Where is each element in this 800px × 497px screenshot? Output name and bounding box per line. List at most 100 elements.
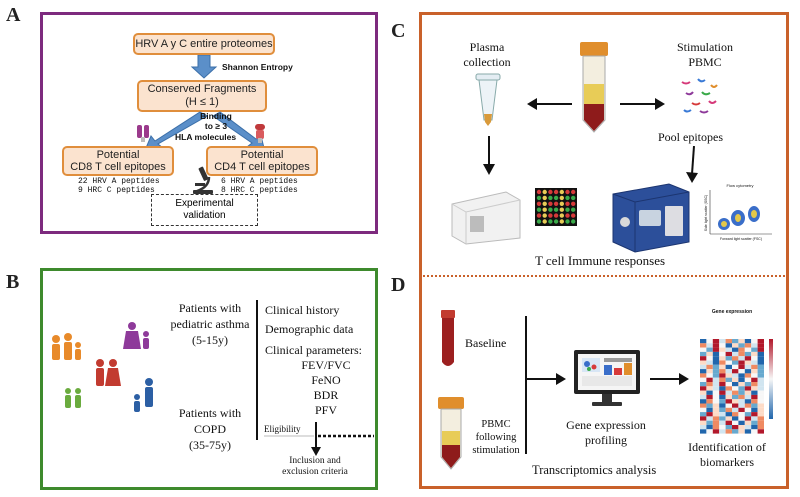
cd4-pep1: 6 HRV A peptides <box>221 177 298 186</box>
heatmap-cell <box>738 343 745 348</box>
heatmap-cell <box>732 339 739 344</box>
heatmap-cell <box>738 339 745 344</box>
pbmc-line2: following <box>475 432 517 443</box>
heatmap-cell <box>700 390 707 395</box>
heatmap-cell <box>706 407 713 413</box>
heatmap-cell <box>744 377 752 382</box>
heatmap-cell <box>744 356 752 361</box>
heatmap-cell <box>757 399 764 404</box>
heatmap-cell <box>712 394 720 400</box>
heatmap-cell <box>751 407 758 413</box>
heatmap-cell <box>725 425 732 430</box>
heatmap-cell <box>712 343 720 348</box>
heatmap-cell <box>700 386 707 391</box>
cd4-pep2: 8 HRC C peptides <box>221 186 298 195</box>
heatmap-cell <box>738 377 745 382</box>
heatmap-cell <box>725 360 732 365</box>
plate-well <box>553 207 559 212</box>
flow-plot-xlabel: Forward light scatter (FSC) <box>719 237 762 241</box>
cd4-line2: CD4 T cell epitopes <box>214 161 310 173</box>
heatmap-cell <box>719 382 726 387</box>
heatmap-cell <box>712 416 720 421</box>
exp-line2: validation <box>183 210 226 221</box>
heatmap-cell <box>744 429 752 434</box>
heatmap: Gene expression <box>690 309 780 439</box>
plate-well <box>542 219 547 224</box>
heatmap-cell <box>700 343 707 348</box>
cd8-box: Potential CD8 T cell epitopes <box>62 146 174 176</box>
heatmap-cell <box>732 420 739 425</box>
stim-label: Stimulation PBMC <box>665 40 745 70</box>
heatmap-cell <box>719 386 726 391</box>
heatmap-cell <box>732 403 739 408</box>
heatmap-cell <box>744 425 752 430</box>
gene-line2: profiling <box>585 433 627 447</box>
heatmap-cell <box>719 356 726 361</box>
ident-line1: Identification of <box>688 440 766 454</box>
eppendorf-tube-icon <box>475 73 501 126</box>
heatmap-cell <box>738 373 745 378</box>
plasma-line1: Plasma <box>469 40 505 54</box>
heatmap-cell <box>700 412 707 417</box>
heatmap-cell <box>732 373 739 378</box>
plate-well <box>571 195 576 201</box>
heatmap-cell <box>725 351 732 357</box>
heatmap-cell <box>706 412 713 417</box>
heatmap-cell <box>706 343 713 348</box>
arrow-right <box>620 98 665 110</box>
heatmap-cell <box>700 394 707 400</box>
cd4-line1: Potential <box>240 149 284 161</box>
plate-well <box>559 219 564 224</box>
plate-well <box>553 195 559 201</box>
cd8-line1: Potential <box>96 149 140 161</box>
cd8-line2: CD8 T cell epitopes <box>70 161 166 173</box>
heatmap-cell <box>719 420 726 425</box>
heatmap-cell <box>700 351 707 357</box>
heatmap-cell <box>738 394 745 400</box>
asthma-line1: Patients with <box>178 301 242 315</box>
param-feno: FeNO <box>311 373 341 387</box>
plate-well <box>553 201 559 206</box>
heatmap-cell <box>751 356 758 361</box>
heatmap-cell <box>712 407 720 413</box>
binding-line3: HLA molecules <box>175 132 237 142</box>
heatmap-cell <box>719 347 726 352</box>
heatmap-cell <box>757 364 764 370</box>
divider-line <box>256 300 258 440</box>
heatmap-cell <box>738 360 745 365</box>
plate-well <box>559 189 564 195</box>
heatmap-cell <box>757 356 764 361</box>
heatmap-cell <box>719 429 726 434</box>
heatmap-cell <box>719 416 726 421</box>
heatmap-cell <box>719 360 726 365</box>
demographic-data: Demographic data <box>265 322 354 336</box>
heatmap-cell <box>744 347 752 352</box>
heatmap-cell <box>700 425 707 430</box>
heatmap-cell <box>744 403 752 408</box>
plate-well <box>571 213 576 218</box>
heatmap-cell <box>757 382 764 387</box>
heatmap-cell <box>706 429 713 434</box>
heatmap-cell <box>700 347 707 352</box>
flow-plot-ylabel: Side light scatter (SSC) <box>704 194 709 232</box>
heatmap-cell <box>706 377 713 382</box>
identification: Identification of biomarkers <box>677 440 777 470</box>
plate-well <box>565 201 570 206</box>
heatmap-cell <box>744 386 752 391</box>
plate-well <box>559 207 564 212</box>
heatmap-cell <box>738 420 745 425</box>
heatmap-cell <box>706 416 713 421</box>
heatmap-cell <box>751 360 758 365</box>
heatmap-cell <box>719 343 726 348</box>
exp-line1: Experimental <box>175 198 234 209</box>
heatmap-cell <box>700 373 707 378</box>
cd4-receptor-icon <box>255 124 265 143</box>
heatmap-cell <box>738 347 745 352</box>
cd8-pep2: 9 HRC C peptides <box>78 186 155 195</box>
cd4-peptides: 6 HRV A peptides 8 HRC C peptides <box>221 177 298 195</box>
binding-label: Binding to ≥ 3 <box>186 111 246 131</box>
heatmap-cell <box>725 394 732 400</box>
panel-b-letter: B <box>6 271 20 293</box>
heatmap-cell <box>712 420 720 425</box>
heatmap-cell <box>732 382 739 387</box>
